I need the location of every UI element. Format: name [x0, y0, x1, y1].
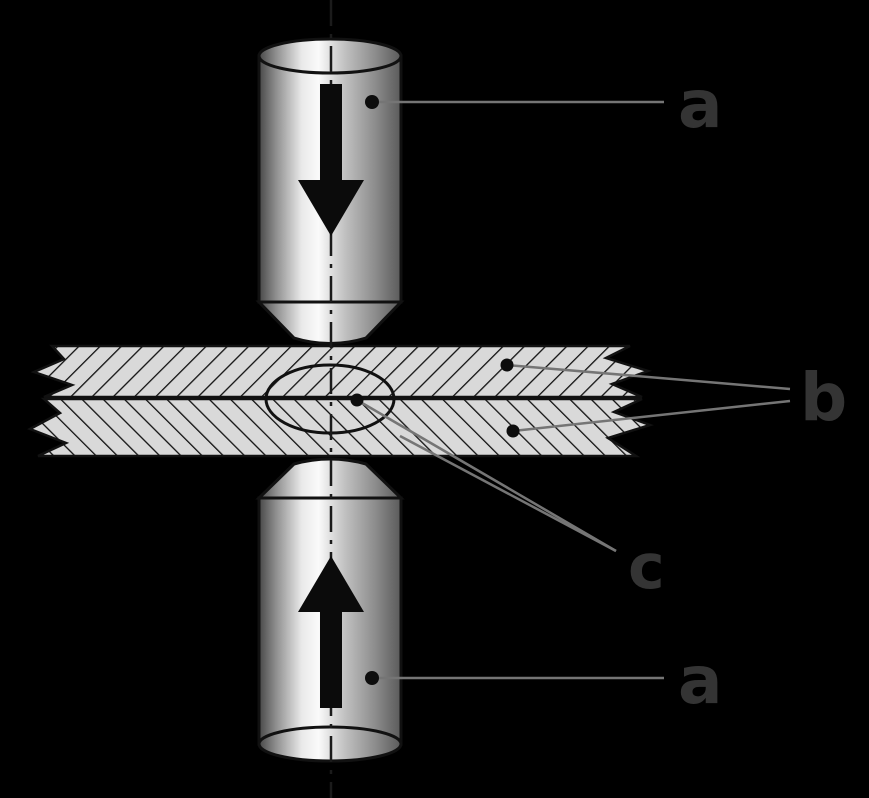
- leader-dot-c: [350, 393, 364, 407]
- leader-dot-a-top: [365, 95, 379, 109]
- force-arrow-up-head: [298, 556, 364, 612]
- lower-sheet: [27, 397, 654, 458]
- callout-c: c: [350, 393, 665, 603]
- label-c: c: [628, 530, 665, 603]
- force-arrow-down: [298, 84, 364, 236]
- force-arrow-down-shaft: [320, 84, 342, 182]
- label-b: b: [800, 359, 847, 436]
- leader-dot-b-upper: [500, 358, 514, 372]
- upper-sheet: [30, 344, 652, 399]
- leader-line-b-upper: [506, 363, 791, 391]
- force-arrow-down-head: [298, 180, 364, 236]
- leader-line-c-from-interface: [399, 434, 617, 553]
- leader-line-c-from-nugget: [356, 398, 617, 553]
- sheet-plates: [27, 344, 654, 458]
- callout-a-top: a: [365, 66, 723, 143]
- label-a-bottom: a: [678, 642, 723, 719]
- callout-a-bottom: a: [365, 642, 723, 719]
- callout-b: b: [500, 358, 847, 438]
- force-arrow-up-shaft: [320, 612, 342, 708]
- leader-line-b-lower: [512, 399, 791, 433]
- leader-dot-a-bottom: [365, 671, 379, 685]
- leader-dot-b-lower: [506, 424, 520, 438]
- label-a-top: a: [678, 66, 723, 143]
- force-arrow-up: [298, 556, 364, 708]
